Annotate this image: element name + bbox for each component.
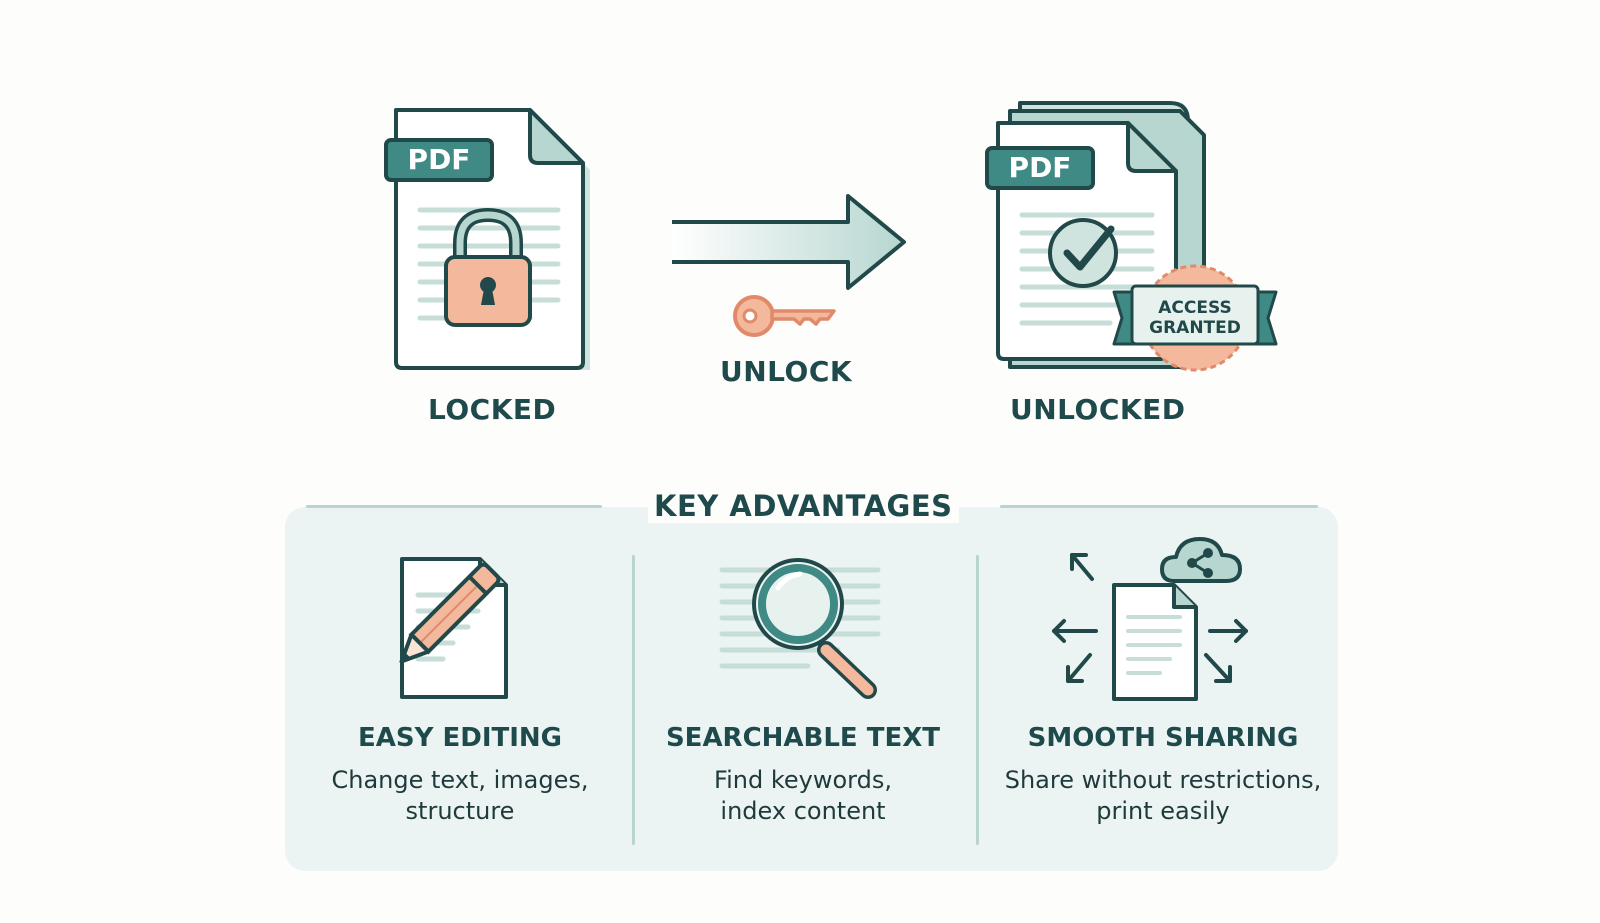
stamp-text-line1: ACCESS bbox=[1158, 298, 1232, 318]
advantage-desc-line2: index content bbox=[720, 797, 886, 825]
advantage-title: EASY EDITING bbox=[357, 723, 562, 753]
access-granted-stamp bbox=[1112, 264, 1278, 372]
pdf-badge: PDF bbox=[985, 146, 1095, 190]
key-icon bbox=[733, 295, 836, 337]
advantage-desc-line2: structure bbox=[405, 797, 515, 825]
unlock-label: UNLOCK bbox=[720, 355, 853, 388]
column-divider bbox=[632, 555, 635, 845]
heading-rule-left bbox=[306, 505, 602, 508]
advantage-desc-line1: Share without restrictions, bbox=[1004, 766, 1322, 794]
unlocked-label: UNLOCKED bbox=[1010, 393, 1186, 426]
advantage-desc-line2: print easily bbox=[1096, 797, 1230, 825]
advantage-title: SEARCHABLE TEXT bbox=[665, 723, 941, 753]
advantages-heading: KEY ADVANTAGES bbox=[648, 489, 959, 523]
advantage-desc-line1: Change text, images, bbox=[331, 766, 589, 794]
share-document-icon bbox=[1052, 537, 1248, 701]
padlock-icon bbox=[444, 207, 532, 327]
advantage-desc-line1: Find keywords, bbox=[714, 766, 892, 794]
locked-label: LOCKED bbox=[428, 393, 557, 426]
heading-rule-right bbox=[1000, 505, 1318, 508]
checkmark-icon bbox=[1048, 218, 1118, 288]
magnifier-icon bbox=[719, 558, 881, 699]
document-pencil-icon bbox=[399, 557, 508, 699]
unlock-arrow bbox=[672, 194, 906, 290]
pdf-badge: PDF bbox=[384, 138, 494, 182]
column-divider bbox=[976, 555, 979, 845]
stamp-text-line2: GRANTED bbox=[1149, 318, 1241, 338]
advantage-title: SMOOTH SHARING bbox=[1027, 723, 1299, 753]
